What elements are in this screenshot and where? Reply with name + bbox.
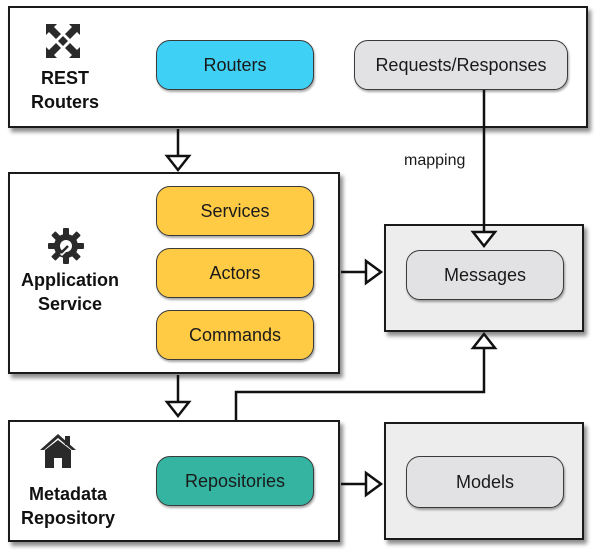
messages-box[interactable]: Messages (406, 250, 564, 300)
services-box[interactable]: Services (156, 186, 314, 236)
metadata-repository-label-line1: Metadata (28, 484, 108, 504)
models-box[interactable]: Models (406, 456, 564, 508)
rest-routers-label-line1: REST (40, 68, 89, 88)
application-service-label-line1: Application (21, 270, 119, 290)
rest-routers-label: REST Routers (20, 66, 110, 114)
house-icon (38, 432, 78, 470)
application-service-label-line2: Service (37, 294, 103, 314)
commands-box[interactable]: Commands (156, 310, 314, 360)
rest-routers-label-line2: Routers (30, 92, 99, 112)
app-to-meta-arrow-head (164, 400, 192, 419)
routers-box[interactable]: Routers (156, 40, 314, 90)
actors-box[interactable]: Actors (156, 248, 314, 298)
app-to-messages-arrow-head (364, 258, 384, 286)
metadata-repository-label: Metadata Repository (16, 482, 120, 530)
mapping-label: mapping (404, 152, 466, 169)
application-service-label: Application Service (14, 268, 126, 316)
compress-arrows-icon (44, 22, 82, 60)
gear-wrench-icon (46, 226, 86, 266)
requests-responses-box[interactable]: Requests/Responses (354, 40, 568, 90)
rest-to-app-arrow-head (164, 154, 192, 173)
meta-to-messages-arrow-head (470, 331, 498, 350)
meta-to-models-arrow-head (364, 470, 384, 498)
metadata-repository-label-line2: Repository (20, 508, 116, 528)
repositories-box[interactable]: Repositories (156, 456, 314, 506)
